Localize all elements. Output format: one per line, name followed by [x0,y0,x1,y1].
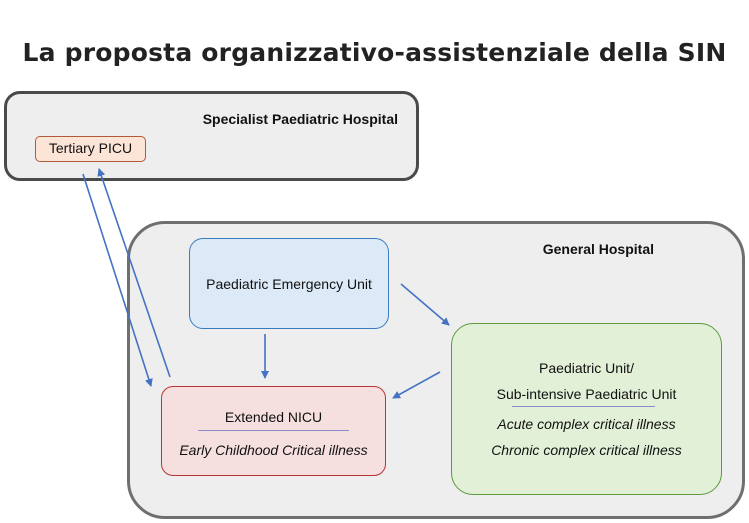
page-title: La proposta organizzativo-assistenziale … [22,38,727,67]
paediatric-unit-box: Paediatric Unit/ Sub-intensive Paediatri… [451,323,722,495]
arrow-nicu-to-picu [97,168,171,378]
arrow-picu-to-nicu [82,173,153,387]
tertiary-picu-box: Tertiary PICU [35,136,146,162]
extended-nicu-divider [198,430,349,431]
chronic-illness-label: Chronic complex critical illness [491,442,682,458]
acute-illness-label: Acute complex critical illness [497,416,676,432]
paediatric-unit-title: Paediatric Unit/ [539,360,634,376]
extended-nicu-subtitle: Early Childhood Critical illness [179,442,368,458]
general-hospital-label: General Hospital [542,241,654,257]
extended-nicu-title: Extended NICU [224,409,323,425]
specialist-hospital-label: Specialist Paediatric Hospital [202,111,398,127]
paediatric-unit-divider [512,406,655,407]
extended-nicu-box: Extended NICU Early Childhood Critical i… [161,386,386,476]
paediatric-emergency-unit-label: Paediatric Emergency Unit [206,275,372,292]
paediatric-emergency-unit-box: Paediatric Emergency Unit [189,238,389,329]
sub-intensive-unit-title: Sub-intensive Paediatric Unit [496,386,677,402]
arrow-emergency-to-paediatric-unit [400,283,450,326]
arrow-paediatric-unit-to-nicu [392,371,441,399]
